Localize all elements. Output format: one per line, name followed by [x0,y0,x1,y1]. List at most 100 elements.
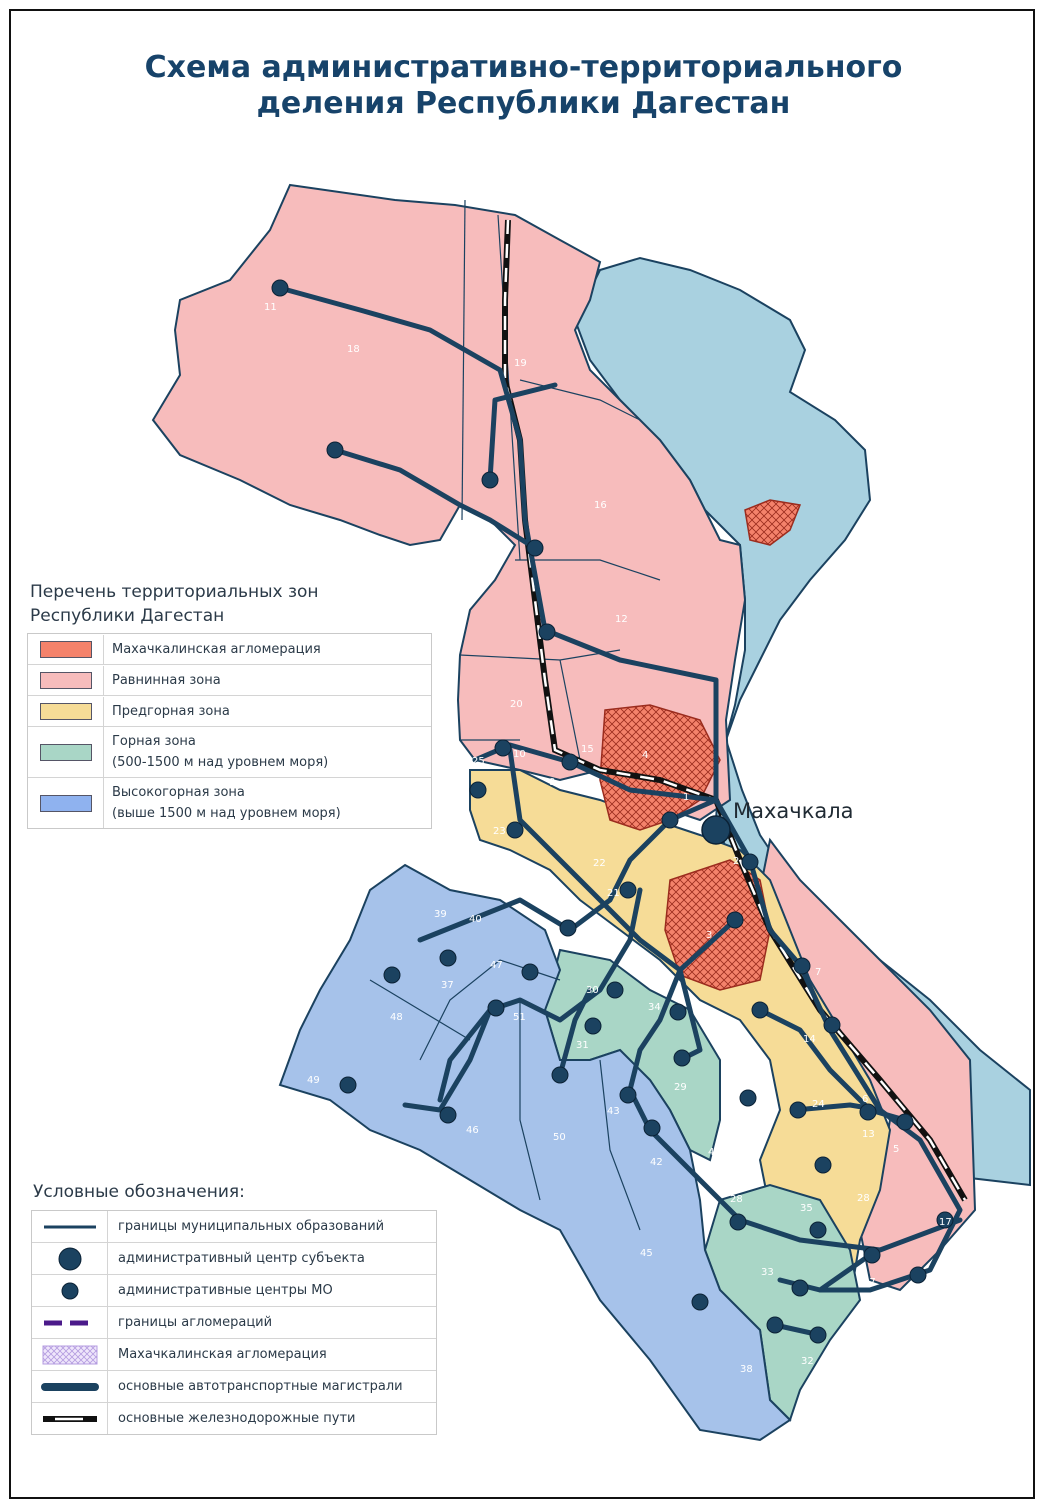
district-label: 27 [863,1277,876,1288]
legend-label: административный центр субъекта [118,1251,365,1266]
zone-label: Равнинная зона [103,665,431,695]
legend-row: основные автотранспортные магистрали [32,1371,436,1403]
page-title: Схема административно-территориального д… [0,50,1047,122]
district-label: 49 [307,1075,320,1086]
district-label: 39 [434,909,447,920]
district-label: 48 [390,1012,403,1023]
zone-label-line-2: (выше 1500 м над уровнем моря) [112,806,341,821]
legend-row: основные железнодорожные пути [32,1403,436,1434]
district-label: 47 [490,960,503,971]
zone-label-line-1: Горная зона [112,734,196,749]
zone-label-line-1: Высокогорная зона [112,785,245,800]
district-label: 28 [857,1193,870,1204]
agglomeration-border-symbol [43,1320,96,1325]
zone-label-line-2: (500-1500 м над уровнем моря) [112,755,329,770]
legend-row: границы агломераций [32,1307,436,1339]
legend-title: Условные обозначения: [33,1182,245,1202]
zones-title-line-2: Республики Дагестан [30,606,225,626]
capital-marker [701,815,731,845]
district-label: 1 [683,792,689,803]
zone-label: Махачкалинская агломерация [103,634,431,664]
legend-label: основные автотранспортные магистрали [118,1379,403,1394]
zones-title: Перечень территориальных зон Республики … [30,580,319,628]
district-label: 23 [493,826,506,837]
district-label: 15 [581,744,594,755]
district-label: 7 [815,967,821,978]
legend-row: административные центры МО [32,1275,436,1307]
district-label: 44 [590,938,603,949]
district-label: 6 [862,1094,868,1105]
railway-symbol [42,1415,97,1422]
title-line-1: Схема административно-территориального [144,50,903,85]
district-label: 16 [594,500,607,511]
district-label: 51 [513,1012,526,1023]
district-label: 38 [740,1364,753,1375]
legend-label: Махачкалинская агломерация [118,1347,327,1362]
zone-swatch-agglomeration [39,640,92,658]
district-labels: 11 18 19 16 12 20 15 4 1 10 25 9 23 22 2… [264,302,952,1375]
district-label: 24 [812,1099,825,1110]
zone-swatch-mountain [39,743,92,761]
zone-row-highmountain: Высокогорная зона (выше 1500 м над уровн… [28,778,431,828]
district-label: 17 [939,1217,952,1228]
district-label: 50 [553,1132,566,1143]
district-label: 19 [514,358,527,369]
zone-label: Горная зона (500-1500 м над уровнем моря… [103,727,431,777]
legend-label: административные центры МО [118,1283,333,1298]
district-label: 41 [708,1147,721,1158]
zone-label: Высокогорная зона (выше 1500 м над уровн… [103,778,431,828]
district-label: 25 [472,756,485,767]
district-label: 18 [347,344,360,355]
district-label: 21 [607,888,620,899]
highmountain-zone [278,863,792,1442]
district-label: 28 [730,1194,743,1205]
highway-symbol [40,1382,99,1391]
district-label: 12 [615,614,628,625]
mo-center-symbol [61,1282,78,1299]
district-label: 35 [800,1203,813,1214]
mo-centers [271,279,954,1344]
district-label: 37 [441,980,454,991]
subject-center-symbol [58,1247,81,1270]
legend-row: административный центр субъекта [32,1243,436,1275]
district-label: 2 [733,856,739,867]
capital-label: Махачкала [733,799,854,823]
zones-title-line-1: Перечень территориальных зон [30,582,319,602]
district-label: 4 [642,750,648,761]
district-label: 5 [893,1144,899,1155]
district-label: 11 [264,302,277,313]
district-label: 9 [549,777,555,788]
zone-swatch-foothill [39,702,92,720]
zone-swatch-plain [39,671,92,689]
municipal-border-symbol [43,1225,96,1228]
legend-label: границы муниципальных образований [118,1219,385,1234]
zone-row-plain: Равнинная зона [28,665,431,696]
zone-label: Предгорная зона [103,696,431,726]
legend-row: границы муниципальных образований [32,1211,436,1243]
district-label: 40 [469,914,482,925]
zones-table: Махачкалинская агломерация Равнинная зон… [27,633,432,829]
zone-row-agglomeration: Махачкалинская агломерация [28,634,431,665]
district-label: 3 [706,930,712,941]
district-label: 30 [586,985,599,996]
agglomeration-area-coast [744,499,802,546]
district-label: 20 [510,699,523,710]
title-line-2: деления Республики Дагестан [256,86,791,121]
legend-label: границы агломераций [118,1315,273,1330]
district-label: 29 [674,1082,687,1093]
legend-label: основные железнодорожные пути [118,1411,356,1426]
zone-row-mountain: Горная зона (500-1500 м над уровнем моря… [28,727,431,778]
district-label: 31 [576,1040,589,1051]
agglomeration-hatch-symbol [42,1345,97,1364]
district-label: 45 [640,1248,653,1259]
zone-row-foothill: Предгорная зона [28,696,431,727]
legend-row: Махачкалинская агломерация [32,1339,436,1371]
district-label: 13 [862,1129,875,1140]
legend-table: границы муниципальных образований админи… [31,1210,437,1435]
district-label: 43 [607,1106,620,1117]
district-label: 22 [593,858,606,869]
district-label: 34 [648,1002,661,1013]
district-label: 14 [803,1034,816,1045]
district-label: 33 [761,1267,774,1278]
